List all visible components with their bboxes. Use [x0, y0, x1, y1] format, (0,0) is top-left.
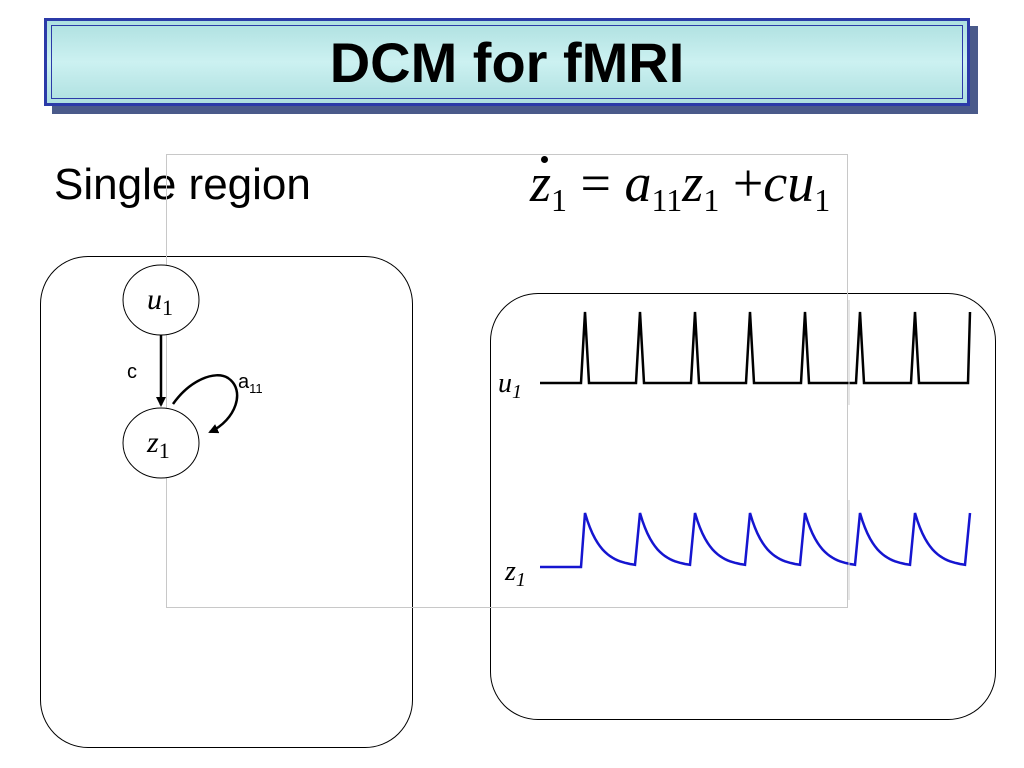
eq-a-sub: 11	[651, 182, 683, 218]
trace-z-label: z1	[504, 556, 526, 591]
title-inner-border	[51, 25, 963, 99]
slide-title: DCM for fMRI	[329, 30, 685, 94]
subtitle: Single region	[54, 160, 311, 209]
eq-lhs-var: z	[530, 153, 552, 213]
trace-u-label: u1	[498, 368, 522, 403]
node-u1-label: u1	[147, 283, 173, 320]
faint-frame	[166, 154, 848, 608]
eq-a: a	[624, 153, 652, 213]
edge-a11-label: a11	[238, 371, 263, 396]
eq-z-sub: 1	[703, 182, 720, 218]
eq-cu: cu	[763, 153, 815, 213]
edge-c-label: c	[127, 361, 137, 383]
eq-plus: +	[732, 153, 764, 213]
input-trace-u1	[540, 311, 972, 385]
eq-u-sub: 1	[814, 182, 831, 218]
state-equation: z1 = a11z1 +cu1	[530, 152, 830, 219]
eq-lhs-sub: 1	[551, 182, 568, 218]
response-trace-z1	[540, 512, 972, 569]
diagram-panel	[40, 256, 413, 748]
eq-z: z	[682, 153, 704, 213]
edge-a11-arrow	[171, 374, 239, 434]
node-z1-label: z1	[146, 426, 170, 463]
node-z1	[122, 407, 200, 479]
title-banner: DCM for fMRI	[44, 18, 970, 106]
eq-equals: =	[580, 153, 611, 213]
